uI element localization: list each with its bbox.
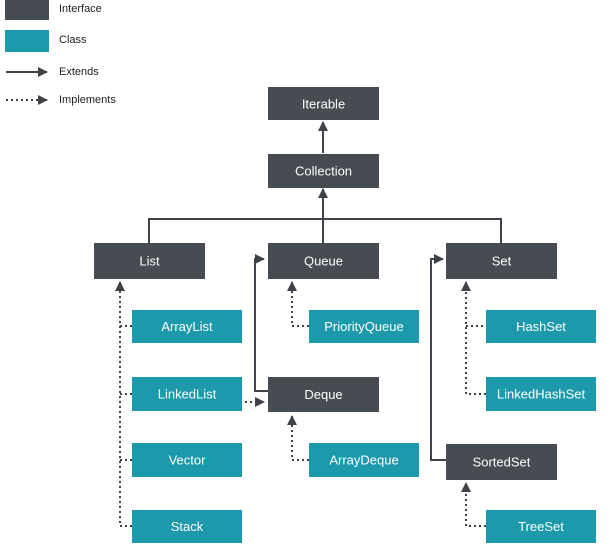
class-nodes: ArrayList LinkedList Vector Stack Priori…: [132, 310, 596, 543]
svg-text:PriorityQueue: PriorityQueue: [324, 319, 403, 334]
node-arraydeque: ArrayDeque: [309, 443, 419, 477]
svg-text:HashSet: HashSet: [516, 319, 566, 334]
svg-text:Queue: Queue: [304, 254, 343, 269]
svg-text:Stack: Stack: [171, 519, 204, 534]
legend-interface-swatch: [5, 0, 49, 20]
node-deque: Deque: [268, 377, 379, 412]
node-sortedset: SortedSet: [446, 444, 557, 480]
connectors: [115, 121, 502, 527]
edge-deque-queue: [254, 254, 268, 392]
edge-hashsets-set: [461, 281, 486, 395]
legend-class-label: Class: [59, 34, 87, 46]
node-hashset: HashSet: [486, 310, 596, 343]
svg-text:ArrayDeque: ArrayDeque: [329, 453, 398, 468]
edge-list-implementations: [115, 281, 132, 527]
svg-text:LinkedHashSet: LinkedHashSet: [497, 387, 586, 402]
svg-text:Deque: Deque: [304, 387, 342, 402]
edge-subinterfaces-bus: [148, 218, 502, 243]
node-treeset: TreeSet: [486, 510, 596, 543]
legend-class-swatch: [5, 30, 49, 52]
node-vector: Vector: [132, 443, 242, 477]
svg-text:ArrayList: ArrayList: [161, 319, 213, 334]
legend-extends-label: Extends: [59, 66, 99, 78]
svg-text:SortedSet: SortedSet: [473, 455, 531, 470]
node-priorityqueue: PriorityQueue: [309, 310, 419, 343]
interface-nodes: Iterable Collection List Queue Set Deque…: [94, 87, 557, 480]
edge-arraydeque-deque: [287, 415, 309, 461]
edge-priorityqueue-queue: [287, 281, 309, 327]
node-collection: Collection: [268, 154, 379, 188]
node-queue: Queue: [268, 243, 379, 279]
svg-text:List: List: [139, 254, 160, 269]
edge-sortedset-set: [430, 254, 446, 461]
node-list: List: [94, 243, 205, 279]
svg-text:Vector: Vector: [169, 453, 207, 468]
node-iterable: Iterable: [268, 87, 379, 120]
legend-interface-label: Interface: [59, 3, 102, 15]
legend: Interface Class Extends Implements: [5, 0, 116, 106]
svg-text:Iterable: Iterable: [302, 97, 345, 112]
legend-implements-label: Implements: [59, 94, 116, 106]
node-stack: Stack: [132, 510, 242, 543]
edge-treeset-sortedset: [461, 482, 486, 527]
svg-text:TreeSet: TreeSet: [518, 519, 564, 534]
svg-text:Set: Set: [492, 254, 512, 269]
node-set: Set: [446, 243, 557, 279]
node-linkedlist: LinkedList: [132, 377, 242, 411]
svg-text:Collection: Collection: [295, 164, 352, 179]
node-linkedhashset: LinkedHashSet: [486, 377, 596, 411]
svg-text:LinkedList: LinkedList: [158, 387, 217, 402]
node-arraylist: ArrayList: [132, 310, 242, 343]
